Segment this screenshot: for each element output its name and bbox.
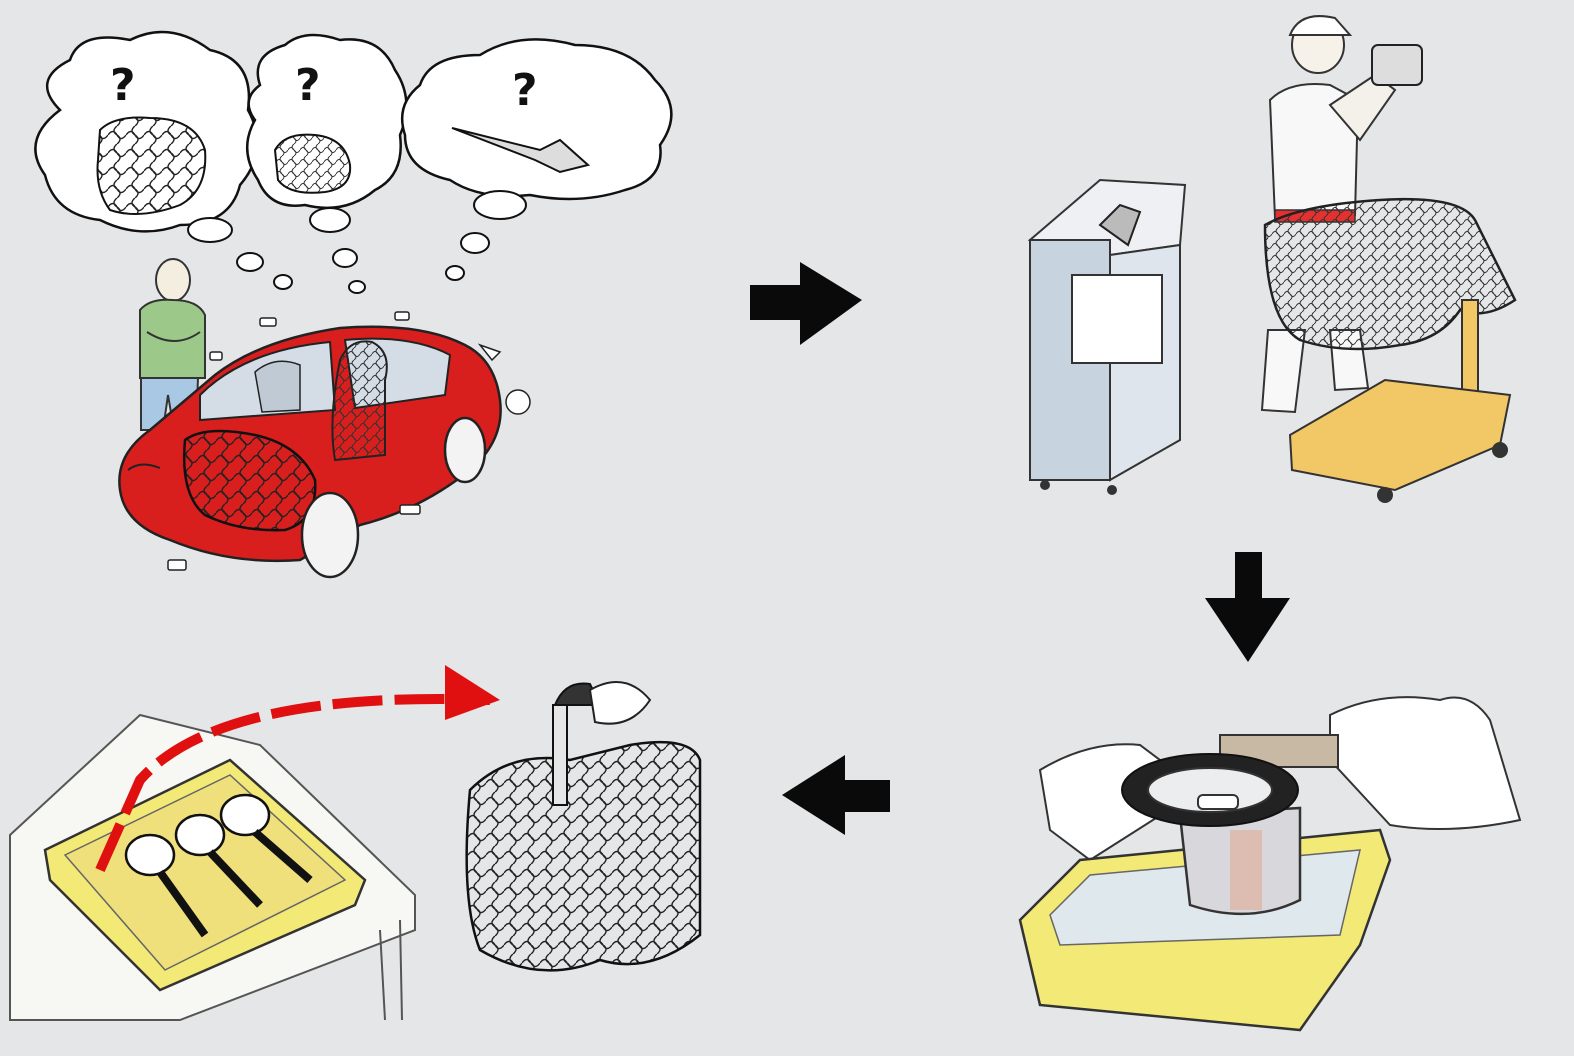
engine-on-stand	[1263, 197, 1517, 503]
thought-bubble-3: ?	[400, 38, 673, 201]
held-engine-part	[1371, 44, 1423, 86]
arrow-left	[782, 755, 890, 835]
engine-block-install	[465, 681, 702, 972]
arrow-down	[1205, 552, 1290, 662]
question-mark: ?	[512, 65, 538, 116]
connecting-rod-icon	[451, 127, 591, 174]
panel-diagnose: ? ? ?	[34, 30, 673, 579]
front-wheel	[300, 491, 360, 579]
piston-being-inserted	[552, 704, 568, 806]
thought-bubble-2: ?	[245, 33, 408, 210]
piston-in-tray	[1121, 753, 1302, 916]
workbench-cabinet	[1027, 178, 1187, 495]
question-mark: ?	[295, 60, 321, 111]
question-mark: ?	[110, 60, 136, 111]
rag-right	[1329, 696, 1522, 830]
piston-rod-set	[124, 793, 313, 938]
engine-block-icon	[96, 116, 207, 215]
panel-clean-piston	[1018, 696, 1522, 1032]
scattered-parts	[167, 311, 531, 571]
panel-reinstall	[9, 665, 702, 1021]
red-arrowhead	[445, 665, 500, 720]
arrow-right	[750, 262, 862, 345]
engine-dolly	[1288, 378, 1512, 492]
panel-engine-stand	[1027, 15, 1517, 503]
mechanic-in-car	[331, 340, 388, 462]
tool-on-cabinet	[1098, 203, 1142, 247]
red-curved-arrow	[95, 694, 491, 873]
piston-part-icon	[273, 133, 352, 194]
rear-wheel	[443, 416, 487, 484]
thought-trail	[187, 190, 527, 294]
thought-bubble-1: ?	[34, 30, 259, 233]
red-car	[118, 325, 502, 579]
hand-icon	[588, 681, 652, 725]
